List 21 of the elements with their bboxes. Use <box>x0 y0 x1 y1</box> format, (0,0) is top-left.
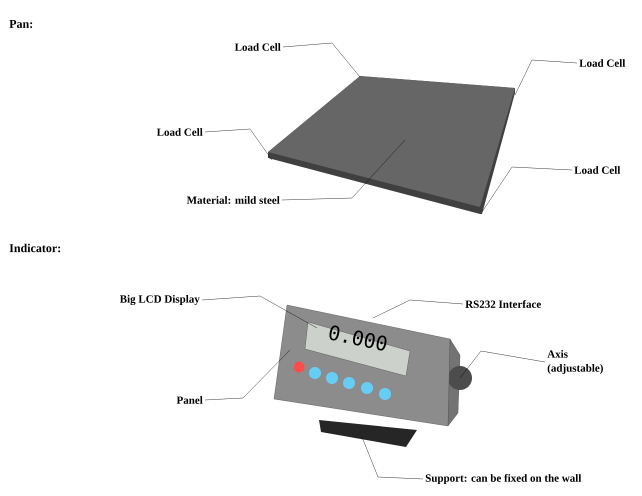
section-heading: Pan: <box>9 20 32 28</box>
leader-line <box>514 60 578 96</box>
callout-label: Axis (adjustable) <box>547 350 603 374</box>
callout-label: Load Cell <box>574 166 620 174</box>
leader-line <box>282 42 360 78</box>
display-reading: 0.000 <box>329 326 387 351</box>
callout-label: Load Cell <box>579 59 626 67</box>
leader-line <box>204 350 290 400</box>
callout-label: Big LCD Display <box>120 294 200 306</box>
leader-line <box>282 140 406 200</box>
callout-label: Support: can be fixed on the wall <box>426 474 582 484</box>
leader-line <box>204 128 272 160</box>
leader-line <box>202 296 318 328</box>
section-heading: Indicator: <box>10 244 60 252</box>
callout-label: RS232 Interface <box>465 300 541 308</box>
leader-line <box>372 300 464 318</box>
callout-label: Material: mild steel <box>186 196 280 204</box>
callout-label: Load Cell <box>156 128 203 136</box>
callout-label: Load Cell <box>234 43 281 51</box>
leader-line <box>482 166 572 212</box>
callout-label: Panel <box>176 396 203 404</box>
